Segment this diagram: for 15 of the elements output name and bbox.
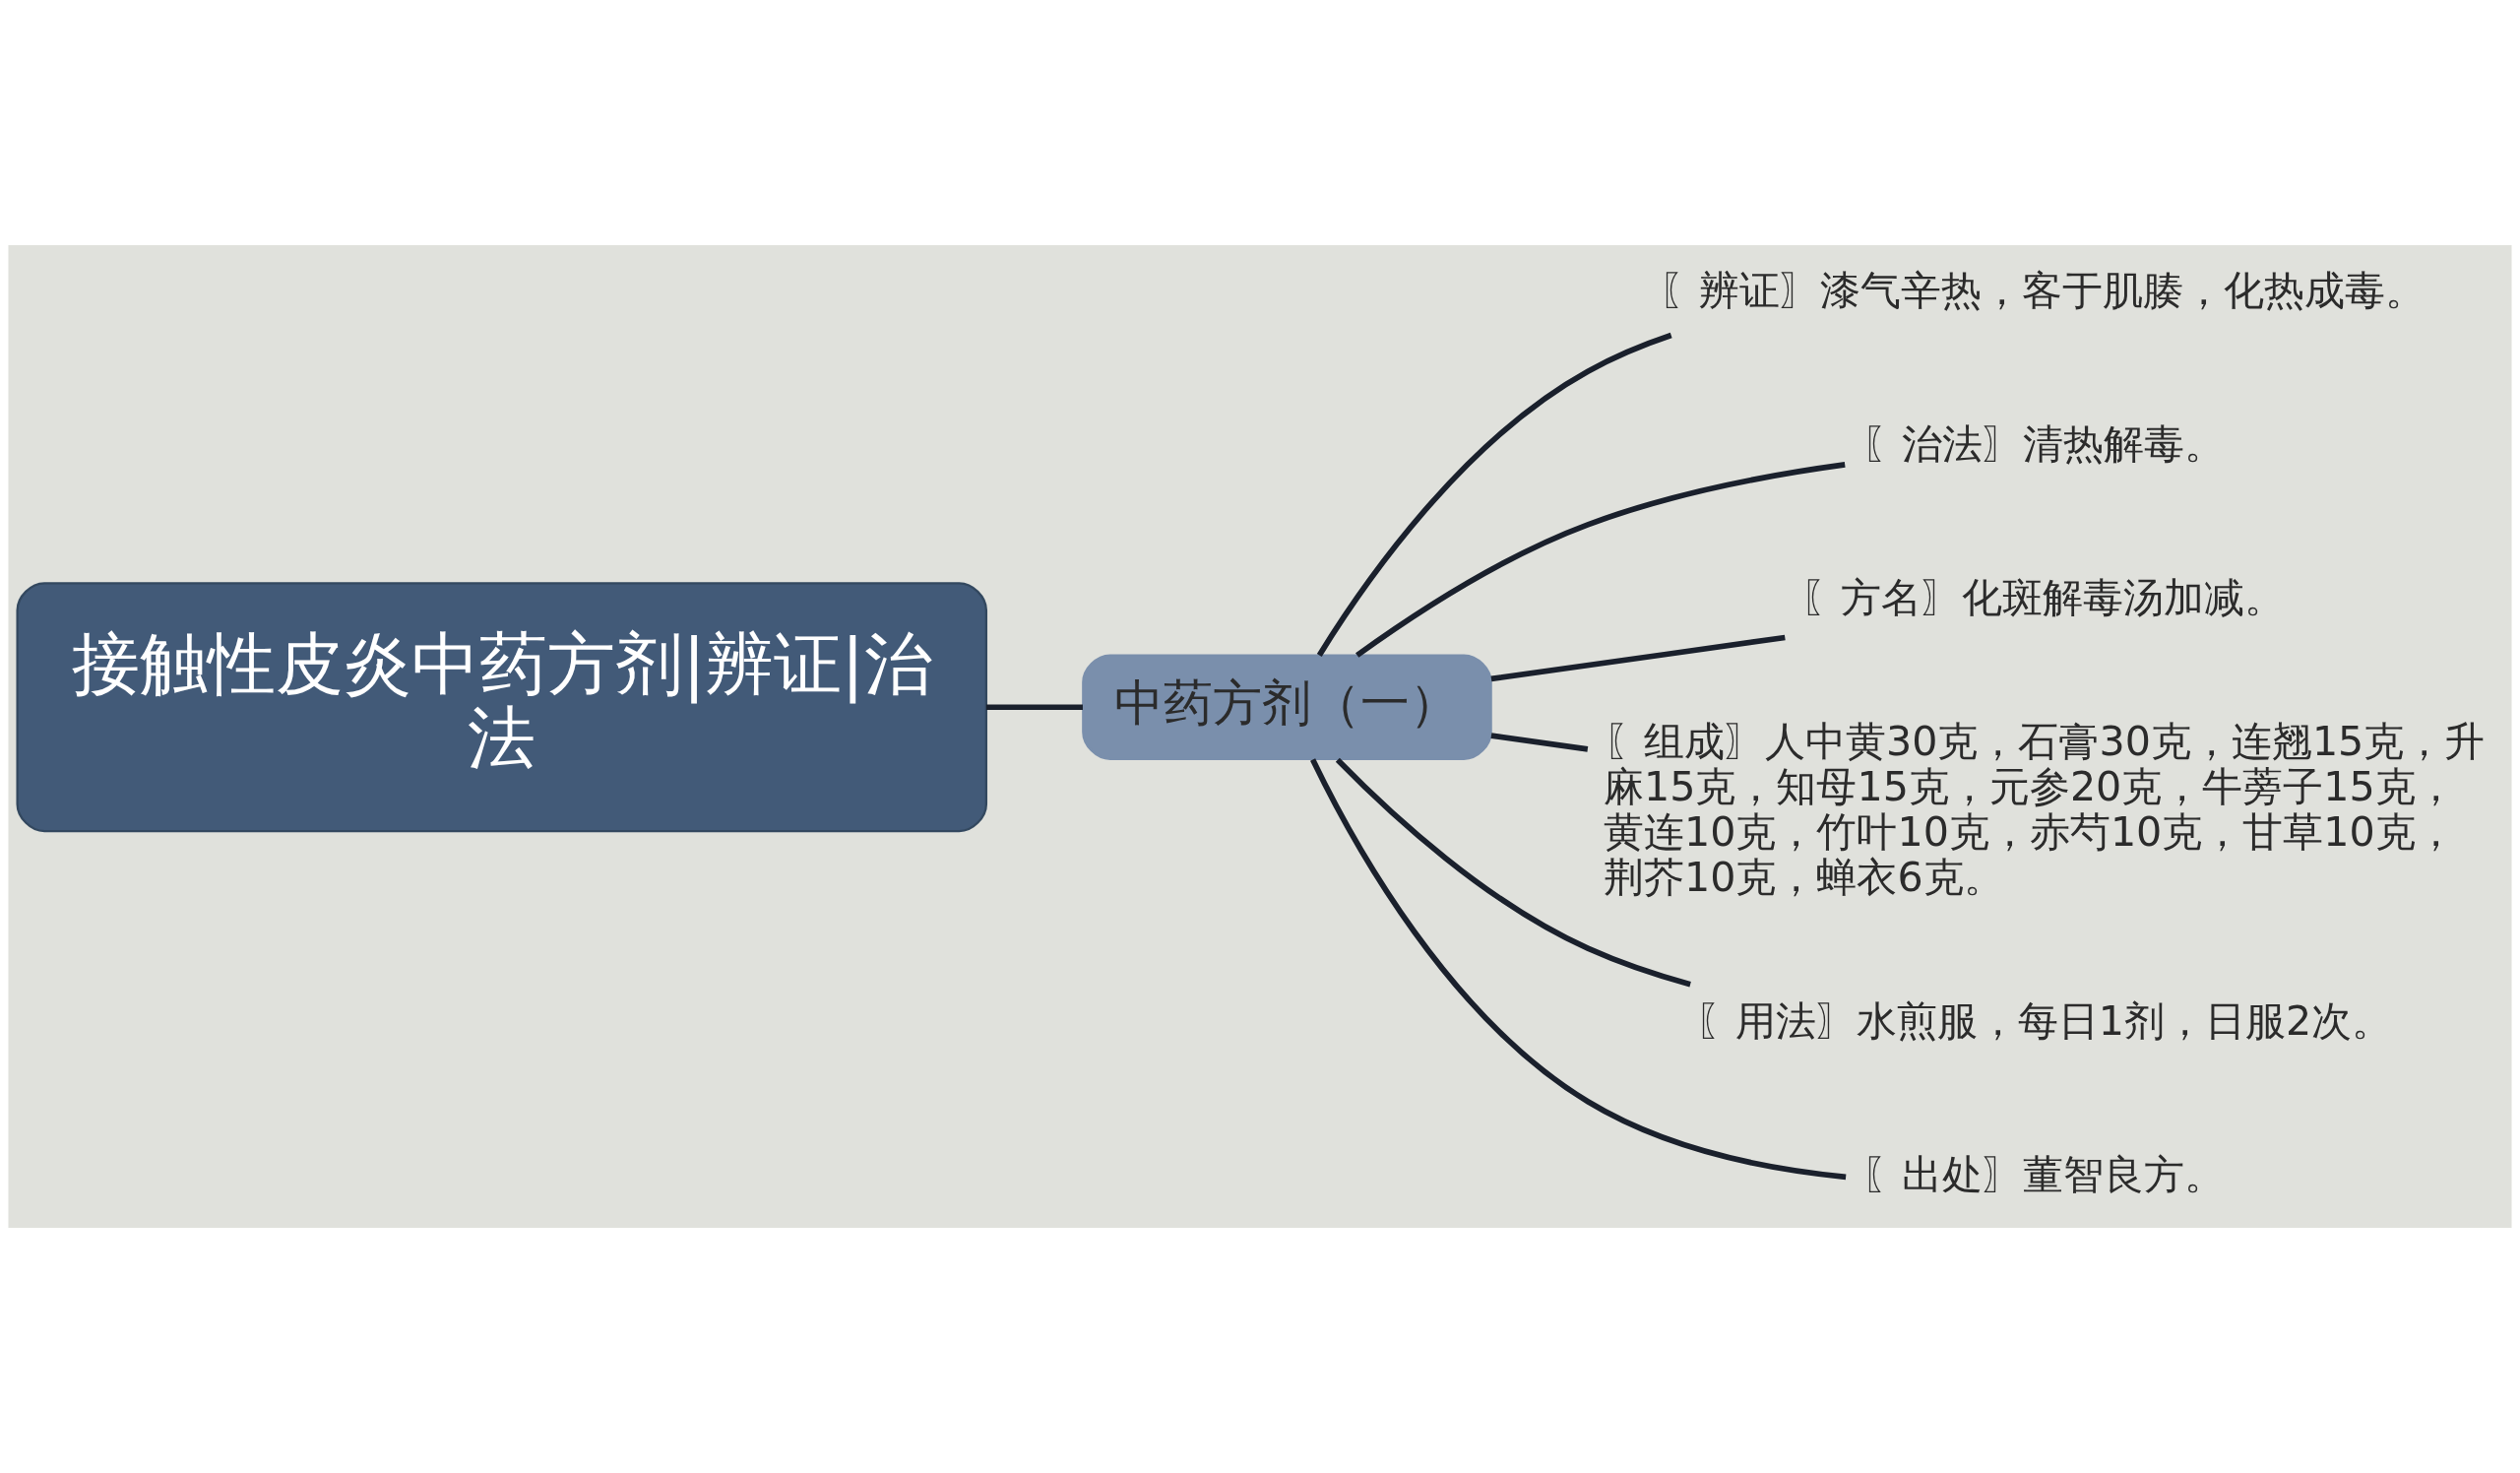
node-box: 接触性皮炎中药方剂|辨证|治法: [16, 582, 988, 833]
node-text: 〖辨证〗漆气辛热，客于肌腠，化热成毒。: [1659, 267, 2426, 315]
connector: [1490, 634, 1786, 682]
connector: [1335, 757, 1691, 988]
node-text: 〖方名〗化斑解毒汤加减。: [1800, 573, 2286, 621]
node-text: 〖出处〗董智良方。: [1861, 1150, 2226, 1198]
node-text: 〖组成〗人中黄30克，石膏30克，连翘15克，升麻15克，知母15克，元参20克，牛蒡子15克，黄连10克，竹叶10克，赤芍10克，甘草10克，荆芥10克，蝉衣6克。: [1604, 718, 2486, 901]
connector: [1490, 733, 1589, 752]
node-box: 中药方剂（一）: [1082, 654, 1492, 761]
connector: [985, 704, 1083, 711]
connector: [1310, 758, 1847, 1181]
node-text: 〖用法〗水煎服，每日1剂，日服2次。: [1694, 997, 2393, 1046]
connector: [1316, 332, 1672, 657]
node-text: 〖治法〗清热解毒。: [1861, 420, 2226, 469]
connector: [1355, 462, 1846, 658]
